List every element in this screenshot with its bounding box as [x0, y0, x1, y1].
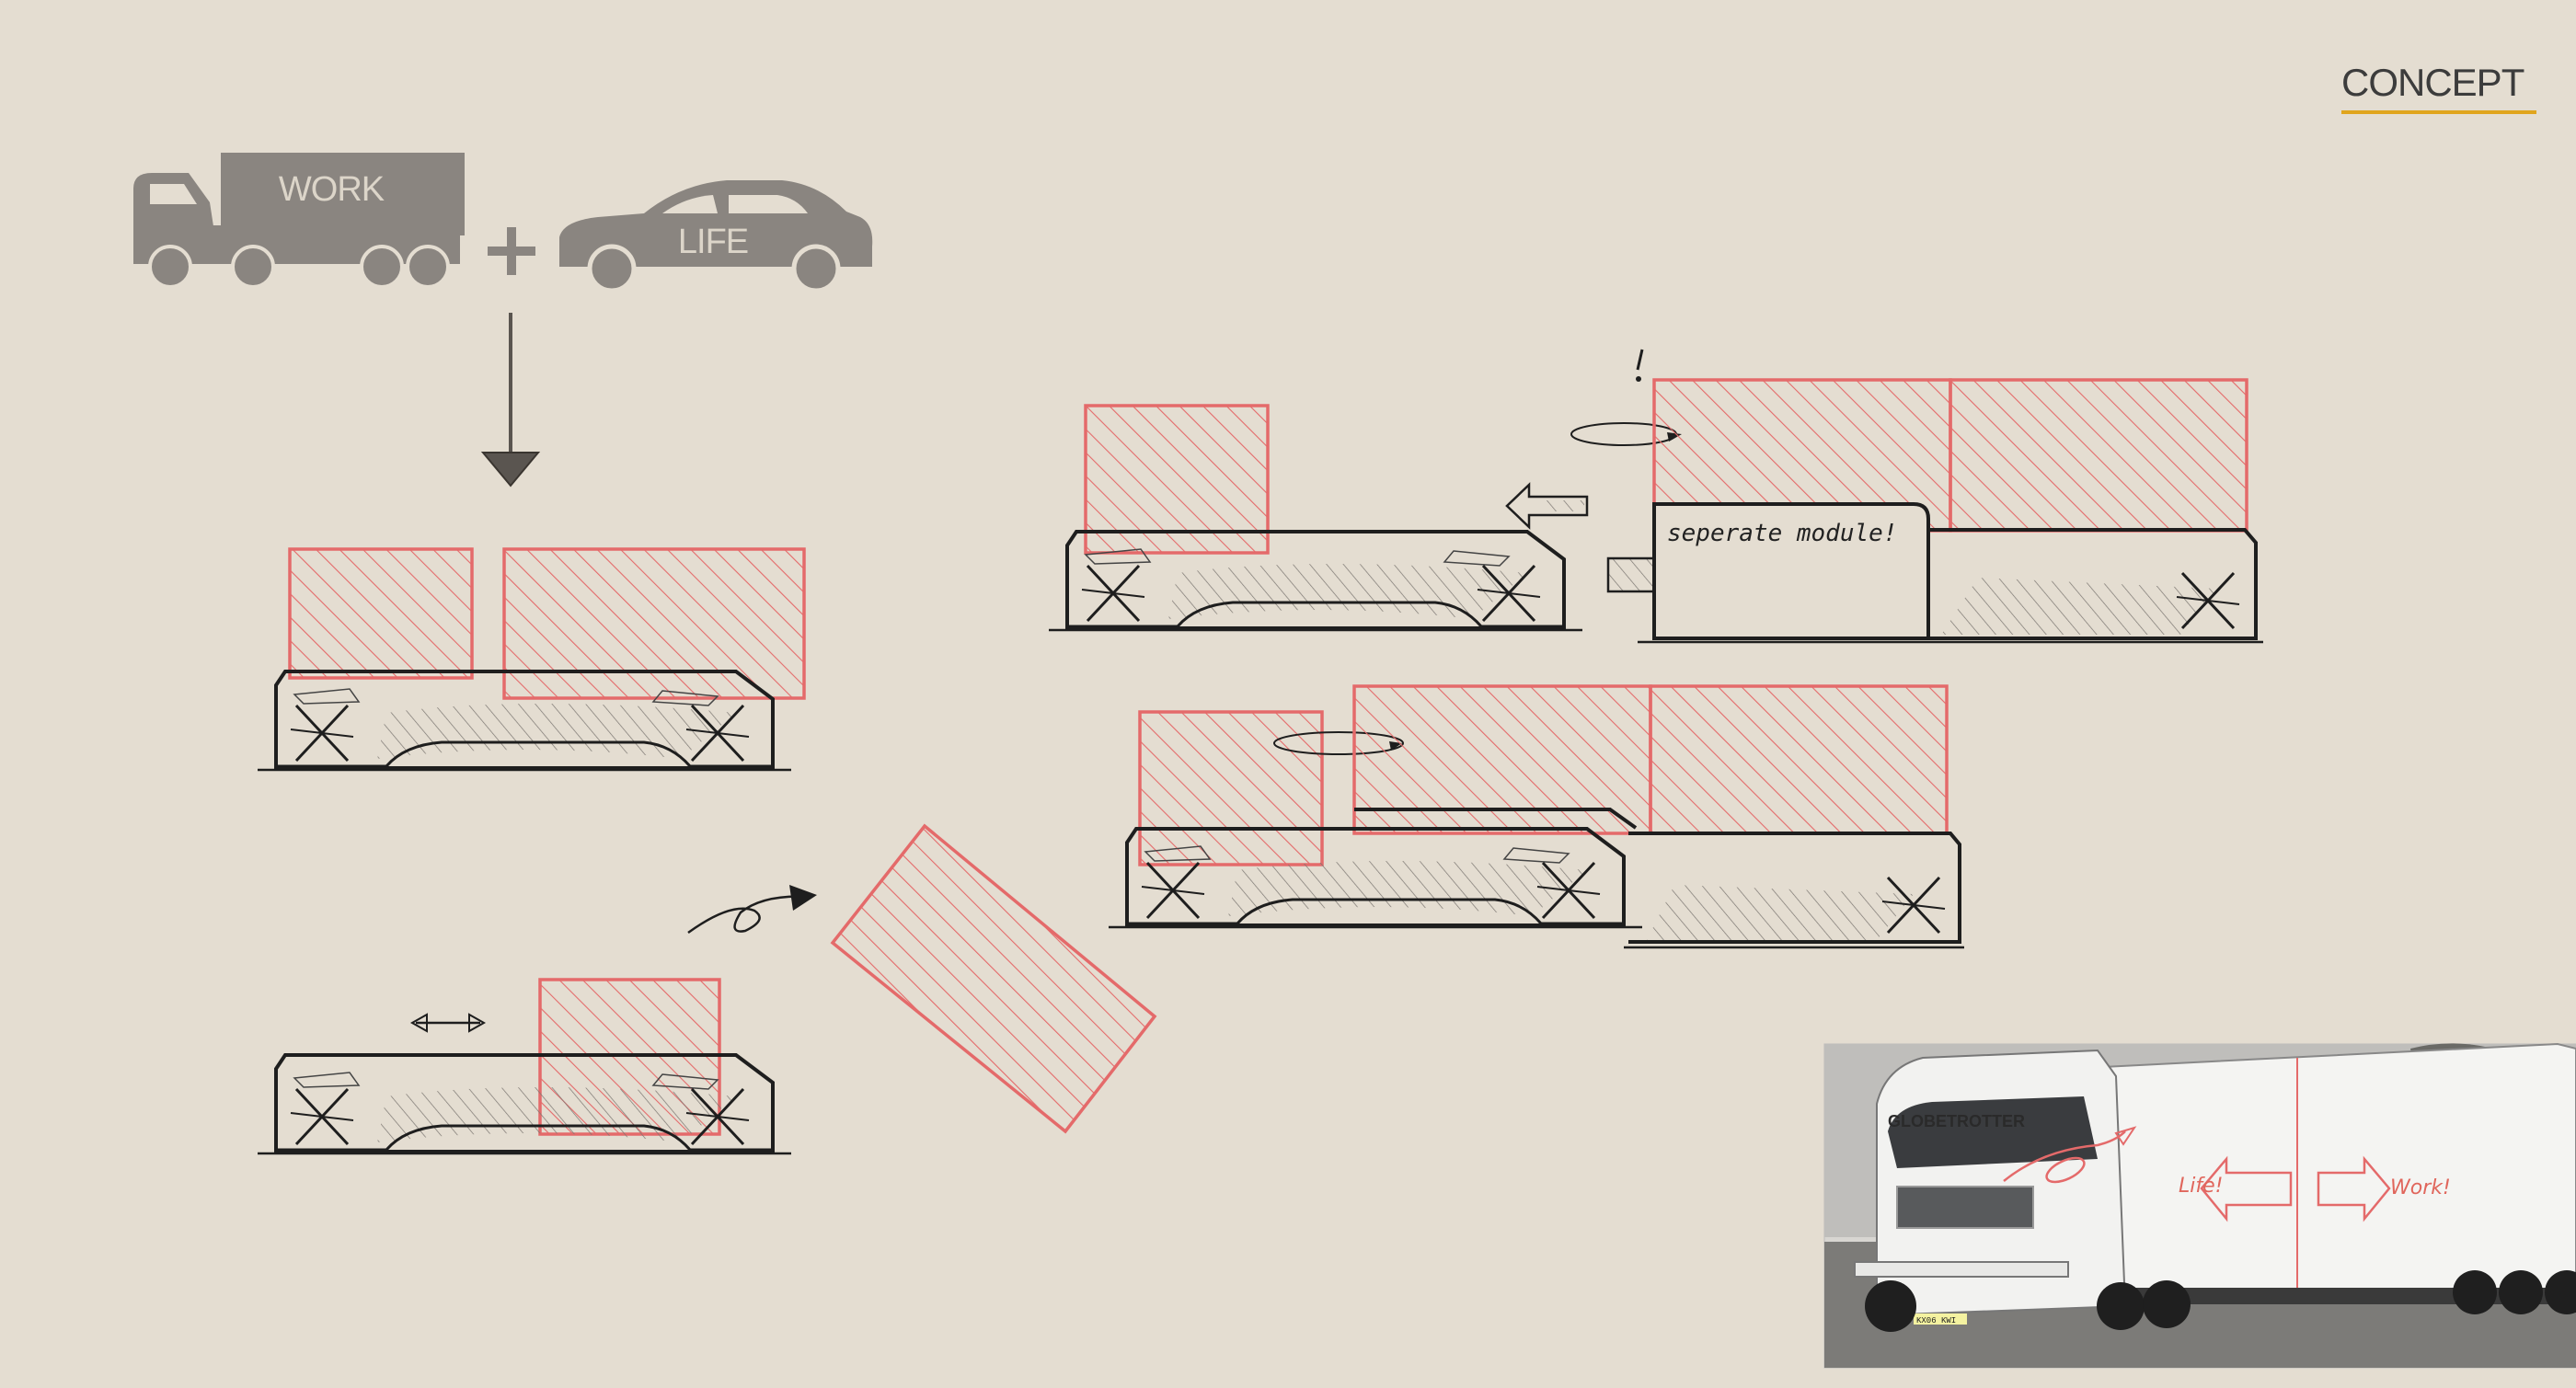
car-icon: LIFE — [559, 180, 873, 293]
exclamation-icon — [1636, 349, 1644, 382]
left-arrow-red-icon — [2200, 1155, 2293, 1222]
page-title: CONCEPT — [2341, 61, 2524, 104]
truck-label: WORK — [279, 170, 385, 209]
truck-brand-text: GLOBETROTTER — [1888, 1112, 2025, 1130]
sketch-sliding-module — [258, 978, 791, 1153]
plus-icon — [488, 227, 535, 275]
truck-icon: WORK — [133, 153, 465, 289]
right-arrow-red-icon — [2317, 1155, 2391, 1222]
life-label: Life! — [2179, 1175, 2223, 1198]
rotated-module — [830, 823, 1157, 1134]
slide-arrow-icon — [409, 1013, 487, 1033]
truck-photo: GLOBETROTTER KX06 KWI Life! Work! — [1823, 1042, 2576, 1369]
work-label: Work! — [2390, 1176, 2451, 1199]
title-underline — [2341, 110, 2536, 114]
rotate-arrow-icon — [687, 885, 817, 935]
car-label: LIFE — [678, 223, 748, 261]
left-arrow-icon — [1505, 482, 1589, 530]
sketch-combined — [1109, 684, 1964, 949]
down-arrow-icon — [480, 313, 541, 488]
separate-module-note: seperate module! — [1667, 520, 1897, 547]
sketch-two-modules — [258, 547, 806, 770]
license-plate: KX06 KWI — [1916, 1316, 1956, 1325]
sketch-separate-module: seperate module! — [1049, 349, 2263, 644]
